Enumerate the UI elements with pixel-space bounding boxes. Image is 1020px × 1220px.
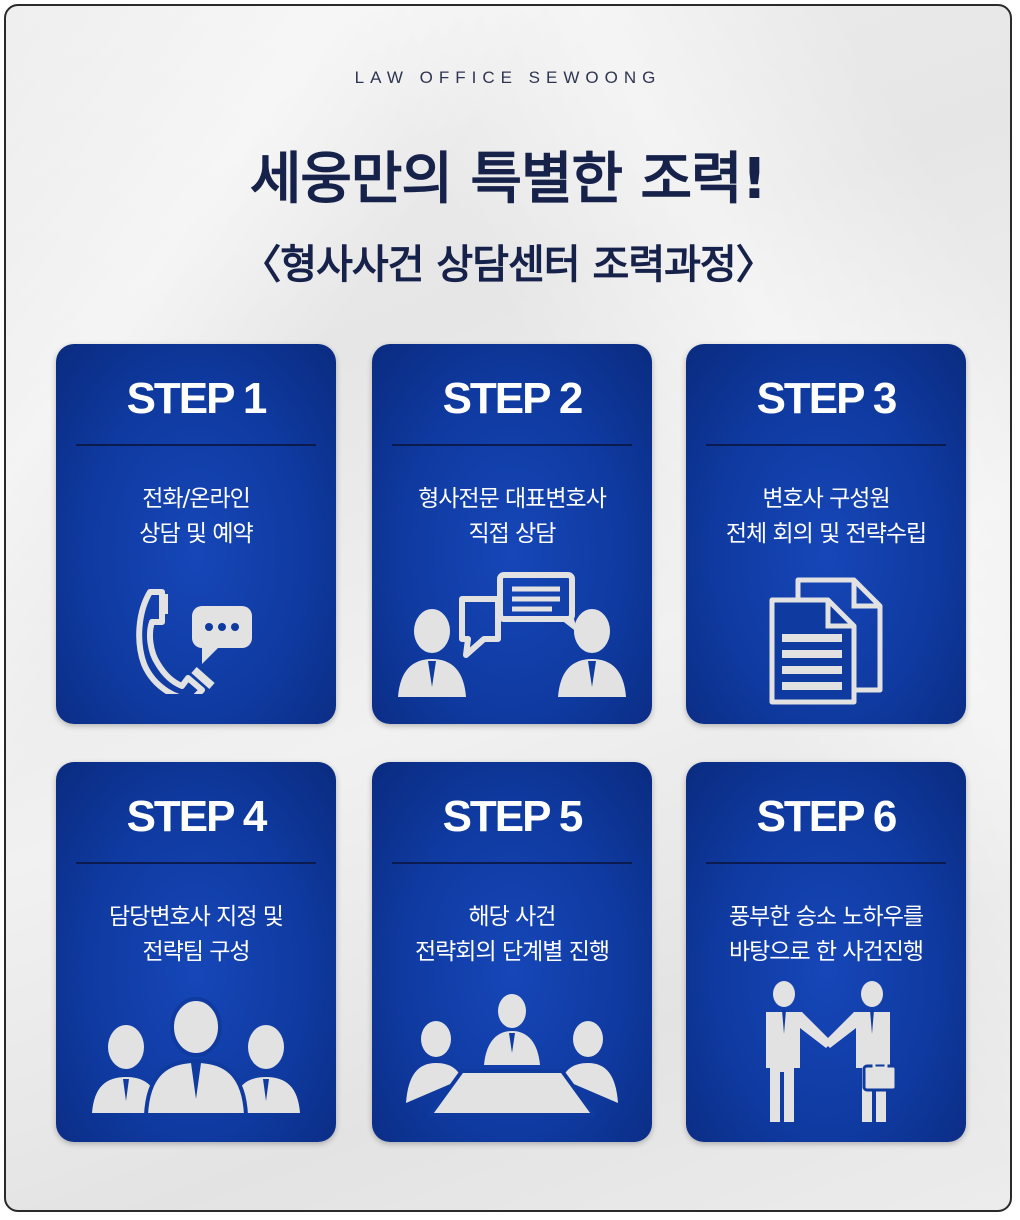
divider — [76, 862, 316, 864]
consultation-icon — [398, 572, 626, 697]
team-icon — [92, 997, 300, 1117]
divider — [706, 862, 946, 864]
step-label: STEP 4 — [126, 792, 268, 841]
step-description: 형사전문 대표변호사 직접 상담 — [418, 486, 607, 547]
divider — [392, 444, 632, 446]
divider — [392, 862, 632, 864]
handshake-icon — [766, 981, 898, 1122]
step-card-2: STEP 2 형사전문 대표변호사 직접 상담 — [372, 344, 652, 724]
meeting-table-icon — [406, 994, 618, 1117]
step-label: STEP 3 — [756, 374, 898, 423]
step-label: STEP 2 — [442, 374, 584, 423]
phone-chat-icon — [136, 589, 252, 694]
brand-name: LAW OFFICE SEWOONG — [354, 68, 662, 87]
page-frame: LAW OFFICE SEWOONG 세웅만의 특별한 조력! 〈형사사건 상담… — [4, 4, 1012, 1212]
page-title: 세웅만의 특별한 조력! — [249, 147, 767, 212]
step-card-3: STEP 3 변호사 구성원 전체 회의 및 전략수립 — [686, 344, 966, 724]
documents-icon — [769, 577, 883, 705]
step-card-6: STEP 6 풍부한 승소 노하우를 바탕으로 한 사건진행 — [686, 762, 966, 1142]
step-card-1: STEP 1 전화/온라인 상담 및 예약 — [56, 344, 336, 724]
step-description: 풍부한 승소 노하우를 바탕으로 한 사건진행 — [728, 904, 924, 965]
step-description: 해당 사건 전략회의 단계별 진행 — [414, 904, 610, 965]
step-description: 전화/온라인 상담 및 예약 — [139, 486, 253, 547]
step-label: STEP 1 — [126, 374, 268, 423]
step-description: 변호사 구성원 전체 회의 및 전략수립 — [725, 486, 927, 547]
page-subtitle: 〈형사사건 상담센터 조력과정〉 — [241, 242, 775, 288]
step-description: 담당변호사 지정 및 전략팀 구성 — [109, 904, 284, 965]
divider — [706, 444, 946, 446]
divider — [76, 444, 316, 446]
step-card-5: STEP 5 해당 사건 전략회의 단계별 진행 — [372, 762, 652, 1142]
step-card-4: STEP 4 담당변호사 지정 및 전략팀 구성 — [56, 762, 336, 1142]
step-label: STEP 5 — [442, 792, 584, 841]
step-label: STEP 6 — [756, 792, 898, 841]
